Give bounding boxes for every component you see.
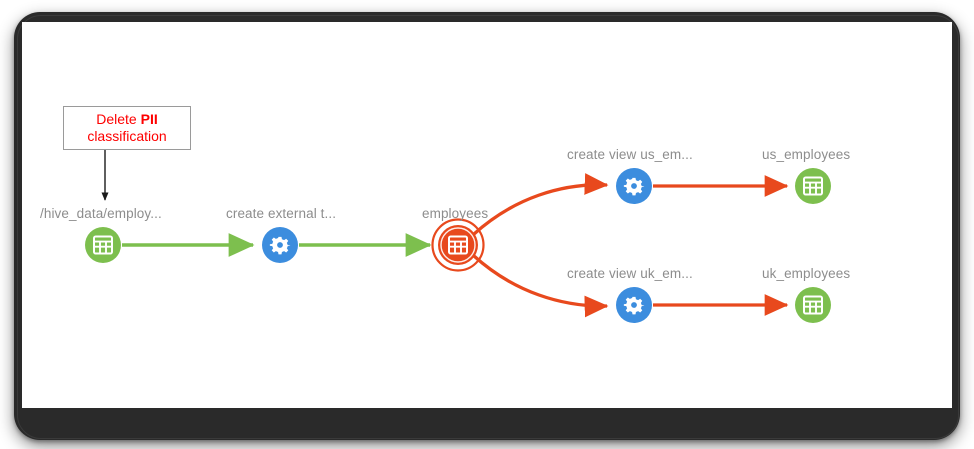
annotation-line-2: classification [87, 128, 167, 144]
annotation-line-1-prefix: Delete [96, 110, 141, 127]
node-label-employees: employees [422, 206, 489, 221]
node-label-create-view-us-employees: create view us_em... [567, 147, 693, 162]
table-icon [803, 176, 823, 196]
edge-employees-to-create-view-uk[interactable] [472, 254, 609, 318]
node-create-external-table[interactable] [262, 227, 298, 263]
annotation-callout: Delete PII classification [63, 106, 191, 150]
lineage-canvas[interactable]: /hive_data/employ... create external t..… [22, 22, 952, 408]
node-uk-employees[interactable] [795, 287, 831, 323]
node-employees[interactable] [431, 218, 485, 272]
node-label-create-external-table: create external t... [226, 206, 337, 221]
graph-edges [122, 173, 789, 318]
node-us-employees[interactable] [795, 168, 831, 204]
annotation-line-1: Delete PII [96, 111, 157, 129]
node-label-us-employees: us_employees [762, 147, 851, 162]
node-hive-data-employees[interactable] [85, 227, 121, 263]
table-icon [93, 235, 113, 255]
lineage-graph[interactable] [22, 22, 952, 408]
selection-ring [431, 218, 485, 272]
gear-icon [623, 296, 645, 315]
graph-nodes [85, 168, 831, 323]
node-create-view-uk-employees[interactable] [616, 287, 652, 323]
annotation-line-1-emphasis: PII [140, 110, 158, 127]
node-label-create-view-uk-employees: create view uk_em... [567, 266, 693, 281]
gear-icon [623, 177, 645, 196]
table-icon [448, 235, 468, 255]
gear-icon [269, 236, 291, 255]
node-create-view-us-employees[interactable] [616, 168, 652, 204]
edge-employees-to-create-view-us[interactable] [472, 173, 609, 236]
table-icon [803, 295, 823, 315]
node-label-hive-data-employees: /hive_data/employ... [40, 206, 162, 221]
node-label-uk-employees: uk_employees [762, 266, 851, 281]
